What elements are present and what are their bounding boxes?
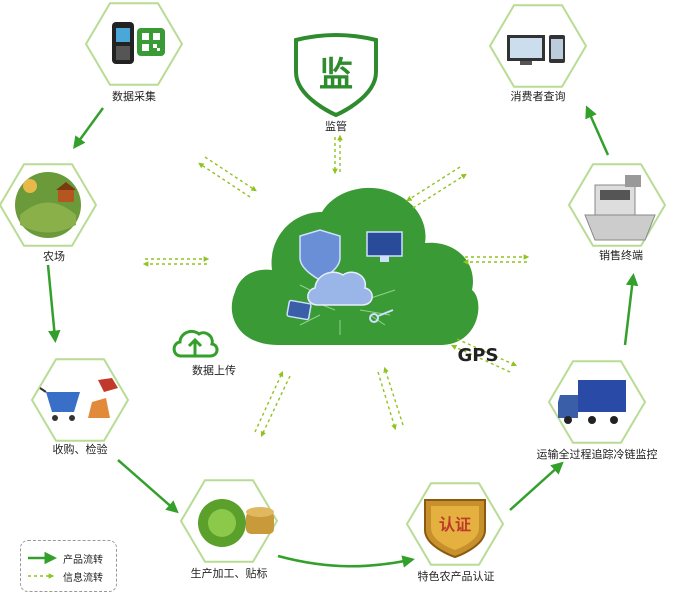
label-purchase-inspection: 收购、检验: [52, 443, 108, 456]
cash-register-icon: [584, 175, 656, 241]
label-sales-terminal: 销售终端: [599, 249, 643, 262]
monitor-icon: [366, 231, 403, 262]
certification-badge-icon: [424, 499, 486, 559]
vegetables-icon: [198, 499, 274, 547]
label-transport-cold-chain: 运输全过程追踪冷链监控: [536, 448, 658, 461]
lab-flask-icon: [88, 378, 118, 418]
arrow-collection-to-farm: [73, 107, 105, 150]
label-consumer-query: 消费者查询: [510, 90, 566, 103]
farm-icon: [15, 172, 81, 238]
label-farm: 农场: [43, 250, 65, 263]
certification-glyph: 认证: [439, 515, 471, 534]
product-flow-arrows: [46, 105, 639, 568]
arrow-sales-to-consumer: [585, 105, 610, 156]
truck-icon: [558, 380, 626, 424]
label-data-upload: 数据上传: [192, 364, 236, 377]
legend-info-label: 信息流转: [63, 573, 103, 584]
phone-icon: [286, 299, 312, 321]
label-supervision: 监管: [325, 120, 347, 133]
key-icon: [369, 309, 394, 323]
cart-icon: [39, 387, 80, 421]
arrow-processing-to-cert: [277, 554, 415, 568]
arrow-farm-to-purchase: [46, 264, 61, 343]
central-cloud: [231, 187, 479, 345]
legend: 产品流转 信息流转: [20, 540, 117, 592]
supervision-shield-icon: [294, 33, 378, 118]
cloud-icon: [307, 271, 373, 306]
arrow-cert-to-transport: [509, 461, 564, 511]
scanner-icon: [112, 22, 134, 64]
arrow-purchase-to-processing: [117, 459, 179, 514]
supervision-glyph: 监: [319, 55, 353, 95]
gps-label: GPS: [458, 345, 499, 366]
hex-purchase-inspection: [30, 358, 130, 442]
arrow-transport-to-sales: [623, 273, 639, 346]
qr-code-icon: [137, 28, 165, 56]
upload-cloud-icon: [172, 329, 219, 358]
label-certification: 特色农产品认证: [417, 570, 495, 583]
info-flow-arrows: [142, 134, 530, 438]
label-data-collection: 数据采集: [112, 90, 156, 103]
legend-product-label: 产品流转: [63, 555, 103, 566]
consumer-devices-icon: [507, 35, 565, 65]
label-processing-labeling: 生产加工、贴标: [190, 567, 268, 580]
